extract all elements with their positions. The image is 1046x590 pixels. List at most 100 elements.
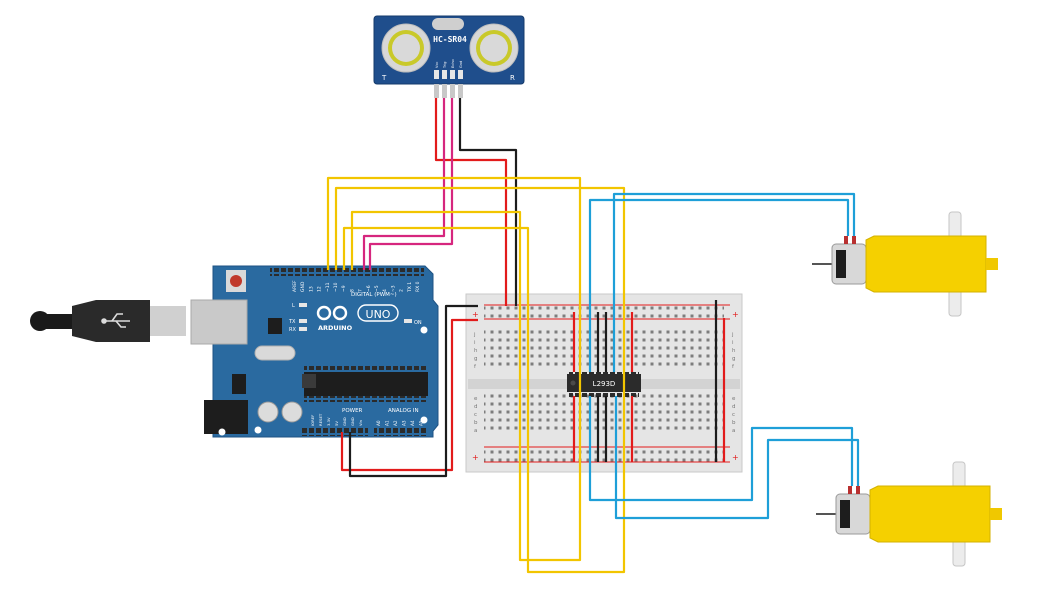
usb-cable [30, 300, 186, 342]
digital-pin-label: RX 0 [415, 281, 421, 292]
digital-pin-label: ~6 [366, 285, 372, 292]
analog-pin-label: A2 [393, 420, 398, 426]
power-rail-top[interactable] [484, 305, 724, 321]
digital-pin-label: GND [300, 281, 306, 292]
svg-text:+: + [472, 310, 479, 319]
wire-motor-bottom-a [588, 396, 854, 502]
power-pin-label: RESET [318, 413, 323, 426]
l-led-label: L [292, 303, 295, 309]
transmitter-mark: T [381, 74, 387, 82]
analog-pin-label: A5 [419, 420, 424, 426]
breadboard-row-letter: b [732, 420, 736, 426]
analog-pin-label: A4 [410, 420, 415, 426]
breadboard-row-letter: g [732, 356, 736, 362]
capacitor-2 [281, 401, 303, 423]
breadboard-row-letter: c [732, 412, 735, 418]
power-header[interactable] [302, 428, 368, 436]
on-led-label: ON [414, 320, 422, 326]
breadboard-row-letter: f [732, 364, 735, 370]
digital-pin-label: 4 [382, 289, 388, 292]
power-pin-label: 3.3V [326, 417, 331, 426]
digital-pwm-label: DIGITAL (PWM~) [351, 292, 397, 298]
breadboard-row-letter: a [474, 428, 477, 434]
wire-pin11 [326, 176, 582, 562]
breadboard-row-letter: c [474, 412, 477, 418]
crystal-oscillator [254, 345, 296, 361]
power-pin-label: GND [350, 417, 355, 426]
breadboard-row-letter: g [474, 356, 478, 362]
wire-5v [340, 318, 478, 472]
usb-icon [101, 313, 130, 328]
digital-header[interactable] [270, 268, 424, 276]
dc-motor-bottom[interactable] [816, 461, 1002, 567]
wire-motor-top-a [588, 198, 850, 372]
sensor-pin-trig: Trig [443, 62, 447, 69]
wire-motor-bottom-b [614, 396, 860, 520]
wires[interactable] [326, 98, 860, 574]
rx-led-label: RX [289, 327, 296, 333]
hc-sr04-sensor[interactable]: HC-SR04 T R Vcc Trig Echo Gnd [373, 15, 525, 98]
arduino-logo-icon [316, 305, 348, 321]
analog-in-label: ANALOG IN [388, 408, 419, 414]
breadboard-row-letter: e [732, 396, 736, 402]
wire-sensor-trig [362, 98, 446, 270]
digital-pin-label: 2 [399, 289, 405, 292]
sensor-pin-gnd: Gnd [459, 61, 463, 68]
sensor-pins[interactable] [434, 70, 463, 98]
digital-pin-label: 8 [349, 289, 355, 292]
svg-text:+: + [732, 453, 739, 462]
digital-pin-label: ~11 [325, 282, 331, 292]
digital-pin-label: 7 [358, 289, 364, 292]
breadboard-row-letter: h [474, 348, 478, 354]
l293d-label: L293D [593, 380, 616, 388]
analog-pin-label: A0 [376, 420, 381, 426]
wire-sensor-gnd [458, 98, 518, 306]
digital-pin-label: 12 [317, 286, 323, 292]
breadboard-row-letter: e [474, 396, 478, 402]
wire-gnd [348, 304, 478, 478]
power-pin-label: Vin [358, 419, 363, 426]
digital-pin-label: ~9 [341, 285, 347, 292]
wire-sensor-echo [368, 98, 454, 270]
power-pin-label: 5V [334, 421, 339, 426]
wire-sensor-vcc [434, 98, 508, 306]
breadboard-row-letter: b [474, 420, 478, 426]
sensor-pin-echo: Echo [451, 59, 455, 68]
breadboard-row-letter: i [732, 340, 734, 346]
usb-b-port [190, 299, 248, 345]
digital-pin-label: ~5 [374, 285, 380, 292]
wire-motor-top-b [612, 192, 856, 372]
breadboard-row-letter: h [732, 348, 736, 354]
arduino-brand: ARDUINO [318, 324, 353, 332]
receiver-mark: R [510, 74, 515, 82]
sensor-pin-vcc: Vcc [435, 62, 439, 68]
dc-power-jack [204, 400, 248, 434]
capacitor-1 [257, 401, 279, 423]
terminal-strip-bottom[interactable] [484, 394, 724, 434]
breadboard-row-letter: j [473, 332, 476, 338]
analog-pin-label: A1 [385, 420, 390, 426]
terminal-strip-top[interactable] [484, 329, 724, 369]
power-rail-bottom[interactable] [484, 447, 724, 463]
breadboard-row-letter: d [732, 404, 736, 410]
breadboard-row-letter: a [732, 428, 735, 434]
wire-pin10 [334, 186, 626, 574]
power-pin-label: IOREF [310, 415, 315, 426]
breadboard-row-letter: d [474, 404, 478, 410]
wire-pin8 [350, 210, 522, 324]
svg-text:+: + [732, 310, 739, 319]
digital-pin-label: ~10 [333, 282, 339, 292]
analog-header[interactable] [374, 428, 428, 436]
svg-text:+: + [472, 453, 479, 462]
digital-pin-label: AREF [292, 280, 298, 292]
reset-button[interactable] [230, 275, 242, 287]
arduino-uno-board[interactable]: L TX RX ON ARDUINO UNO DIGITAL (PWM~) PO… [190, 265, 439, 438]
arduino-model: UNO [366, 308, 391, 321]
l293d-chip[interactable]: L293D [567, 371, 641, 397]
dc-motor-top[interactable] [812, 211, 998, 317]
analog-pin-label: A3 [402, 420, 407, 426]
